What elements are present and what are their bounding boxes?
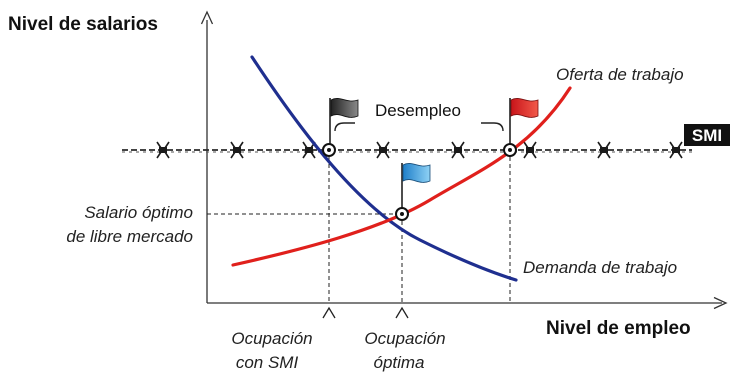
barbed-wire-knot-icon (597, 141, 611, 159)
smi-employment-marker: Ocupación con SMI (231, 306, 336, 372)
x-axis-arrow-icon (713, 296, 728, 310)
barbed-wire-knot-icon (523, 141, 537, 159)
smi-employment-label-line2: con SMI (236, 353, 299, 372)
equilibrium-wage-label-line2: de libre mercado (66, 227, 193, 246)
optimal-employment-marker: Ocupación óptima (364, 306, 446, 372)
flag-icon (329, 98, 359, 148)
up-arrow-icon (395, 306, 409, 319)
barbed-wire-knot-icon (669, 141, 683, 159)
smi-badge: SMI (684, 124, 730, 146)
barbed-wire-knots (156, 141, 683, 159)
guide-lines (207, 150, 511, 303)
barbed-wire-knot-icon (230, 141, 244, 159)
intersection-point-icon (503, 143, 517, 157)
flag-icon (401, 163, 431, 212)
y-axis (200, 10, 214, 303)
barbed-wire-knot-icon (376, 141, 390, 159)
equilibrium-wage-label-line1: Salario óptimo (84, 203, 193, 222)
supply-curve-label: Oferta de trabajo (556, 65, 684, 84)
supply-curve (231, 86, 572, 267)
barbed-wire-knot-icon (451, 141, 465, 159)
smi-employment-label-line1: Ocupación (231, 329, 312, 348)
intersection-point-icon (395, 207, 409, 221)
optimal-employment-label-line2: óptima (373, 353, 424, 372)
unemployment-label: Desempleo (375, 101, 461, 120)
intersection-point-icon (322, 143, 336, 157)
y-axis-arrow-icon (200, 10, 214, 25)
x-axis-label: Nivel de empleo (546, 318, 691, 339)
y-axis-label: Nivel de salarios (8, 14, 158, 35)
up-arrow-icon (322, 306, 336, 319)
optimal-employment-label-line1: Ocupación (364, 329, 445, 348)
barbed-wire-knot-icon (156, 141, 170, 159)
smi-badge-label: SMI (692, 126, 722, 145)
demand-curve-label: Demanda de trabajo (523, 258, 677, 277)
flag-icon (509, 98, 539, 148)
smi-barbed-wire (122, 141, 692, 159)
unemployment-bracket: Desempleo (334, 101, 504, 132)
demand-curve (250, 55, 518, 282)
x-axis (207, 296, 728, 310)
